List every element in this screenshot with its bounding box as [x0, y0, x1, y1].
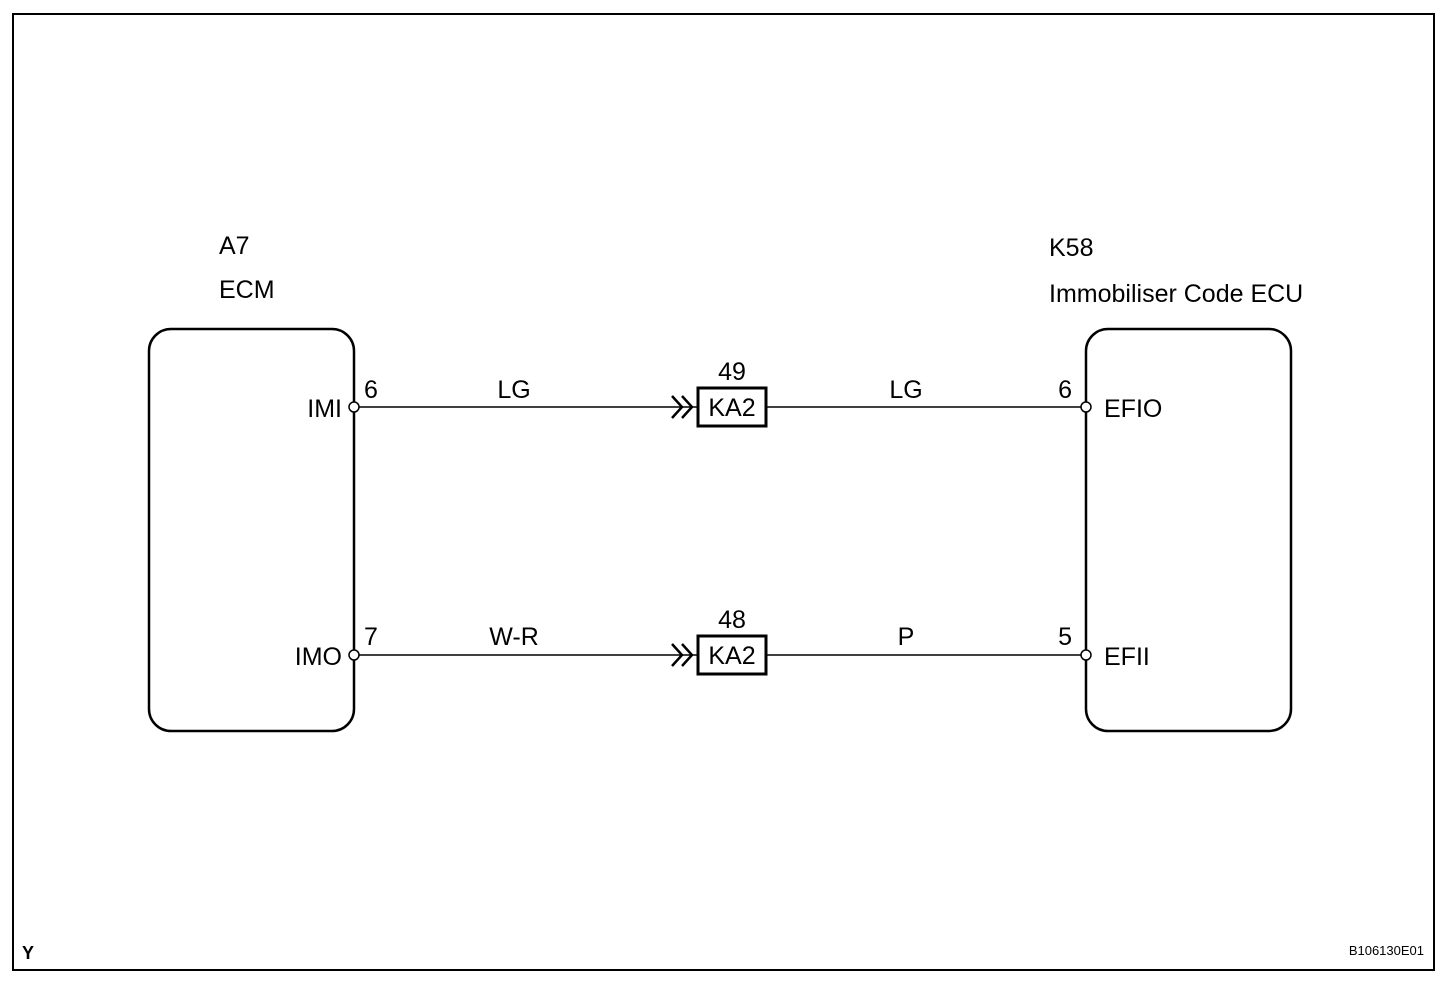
diagram-frame	[12, 13, 1435, 971]
connector-chevron-icon	[671, 395, 694, 419]
ecm-terminal-imo: IMO	[295, 643, 342, 671]
immobiliser-ecu-code: K58	[1049, 234, 1093, 262]
ecm-pin-imi-terminal	[348, 401, 360, 413]
connector-pin-lower: 48	[718, 606, 746, 634]
ecm-pin-number-imi: 6	[364, 376, 378, 404]
ecm-name: ECM	[219, 276, 275, 304]
connector-box-upper	[696, 386, 768, 428]
ecm-box	[147, 327, 356, 733]
ecm-pin-imo-terminal	[348, 649, 360, 661]
ecu-pin-efio-terminal	[1080, 401, 1092, 413]
connector-box-lower	[696, 634, 768, 676]
ecu-terminal-efii: EFII	[1104, 643, 1150, 671]
wire-color-upper-left: LG	[497, 376, 530, 404]
wire-color-lower-left: W-R	[489, 623, 539, 651]
ecu-pin-number-efii: 5	[1058, 623, 1072, 651]
wire-color-upper-right: LG	[889, 376, 922, 404]
corner-mark: Y	[22, 943, 34, 963]
ecu-pin-efii-terminal	[1080, 649, 1092, 661]
immobiliser-ecu-box	[1084, 327, 1293, 733]
connector-chevron-icon	[671, 643, 694, 667]
ecu-pin-number-efio: 6	[1058, 376, 1072, 404]
ecm-terminal-imi: IMI	[307, 395, 342, 423]
ecm-code: A7	[219, 232, 250, 260]
ecu-terminal-efio: EFIO	[1104, 395, 1162, 423]
connector-name-lower: KA2	[708, 642, 755, 670]
figure-id: B106130E01	[1349, 943, 1424, 958]
wire-color-lower-right: P	[898, 623, 915, 651]
connector-pin-upper: 49	[718, 358, 746, 386]
ecm-pin-number-imo: 7	[364, 623, 378, 651]
connector-name-upper: KA2	[708, 394, 755, 422]
immobiliser-ecu-name: Immobiliser Code ECU	[1049, 280, 1303, 308]
